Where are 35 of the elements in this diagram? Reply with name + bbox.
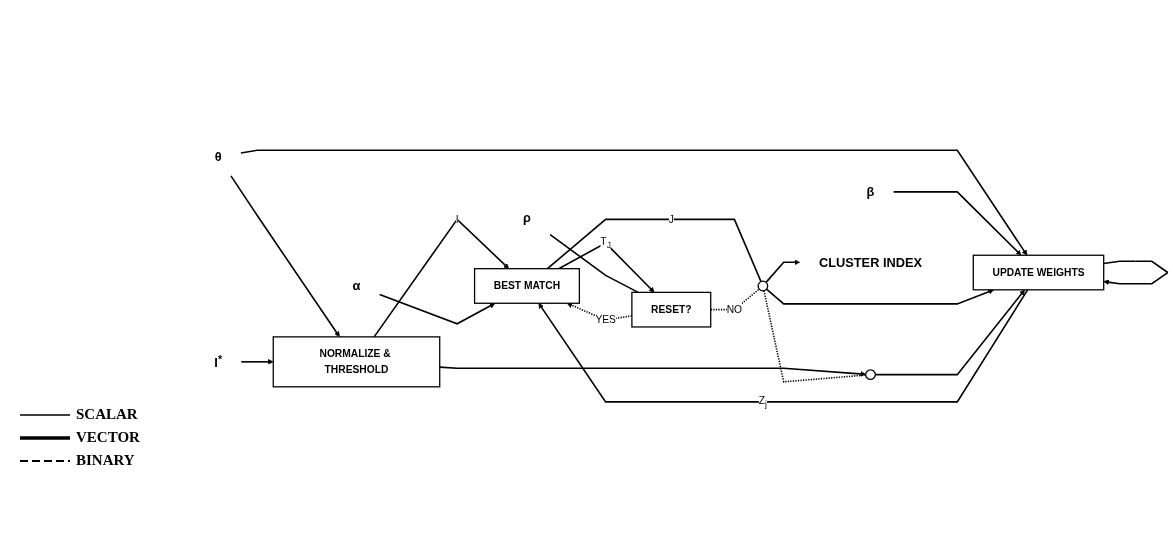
edge-label: T$_{J}$ bbox=[600, 236, 611, 250]
node-text: I$^{*}$ bbox=[214, 352, 223, 371]
node-box: NORMALIZE & THRESHOLD bbox=[272, 336, 441, 388]
arrow bbox=[230, 175, 340, 338]
arrow bbox=[892, 191, 1022, 256]
arrow bbox=[874, 289, 1025, 376]
edge-label: Z$_{j}$ bbox=[758, 395, 767, 409]
edge-label: J bbox=[668, 213, 674, 225]
node-box: BEST MATCH bbox=[473, 268, 580, 304]
node-text: β bbox=[866, 184, 875, 199]
arrow bbox=[557, 242, 655, 293]
node-text: ρ bbox=[523, 210, 531, 225]
node-text: α bbox=[352, 278, 361, 293]
connector bbox=[546, 218, 762, 283]
connector bbox=[549, 233, 639, 294]
arrow bbox=[765, 259, 800, 284]
node-text: θ bbox=[214, 149, 222, 164]
arrow bbox=[240, 359, 274, 365]
node-switch bbox=[757, 280, 769, 292]
arrow bbox=[373, 218, 510, 338]
arrow bbox=[240, 149, 1028, 256]
node-text: CLUSTER INDEX bbox=[818, 255, 923, 270]
arrow bbox=[378, 293, 496, 325]
arrow bbox=[765, 288, 994, 305]
node-box: UPDATE WEIGHTS bbox=[972, 254, 1105, 291]
node-switch bbox=[865, 369, 876, 381]
connector bbox=[763, 289, 867, 383]
legend-text: BINARY bbox=[76, 452, 135, 469]
node-box: RESET? bbox=[631, 291, 712, 328]
edge-label: I bbox=[455, 213, 459, 225]
edge-label: YES bbox=[595, 314, 616, 326]
arrow bbox=[538, 289, 1029, 403]
legend-text: VECTOR bbox=[76, 429, 140, 446]
legend-text: SCALAR bbox=[76, 406, 138, 423]
edge-label: NO bbox=[726, 303, 743, 315]
